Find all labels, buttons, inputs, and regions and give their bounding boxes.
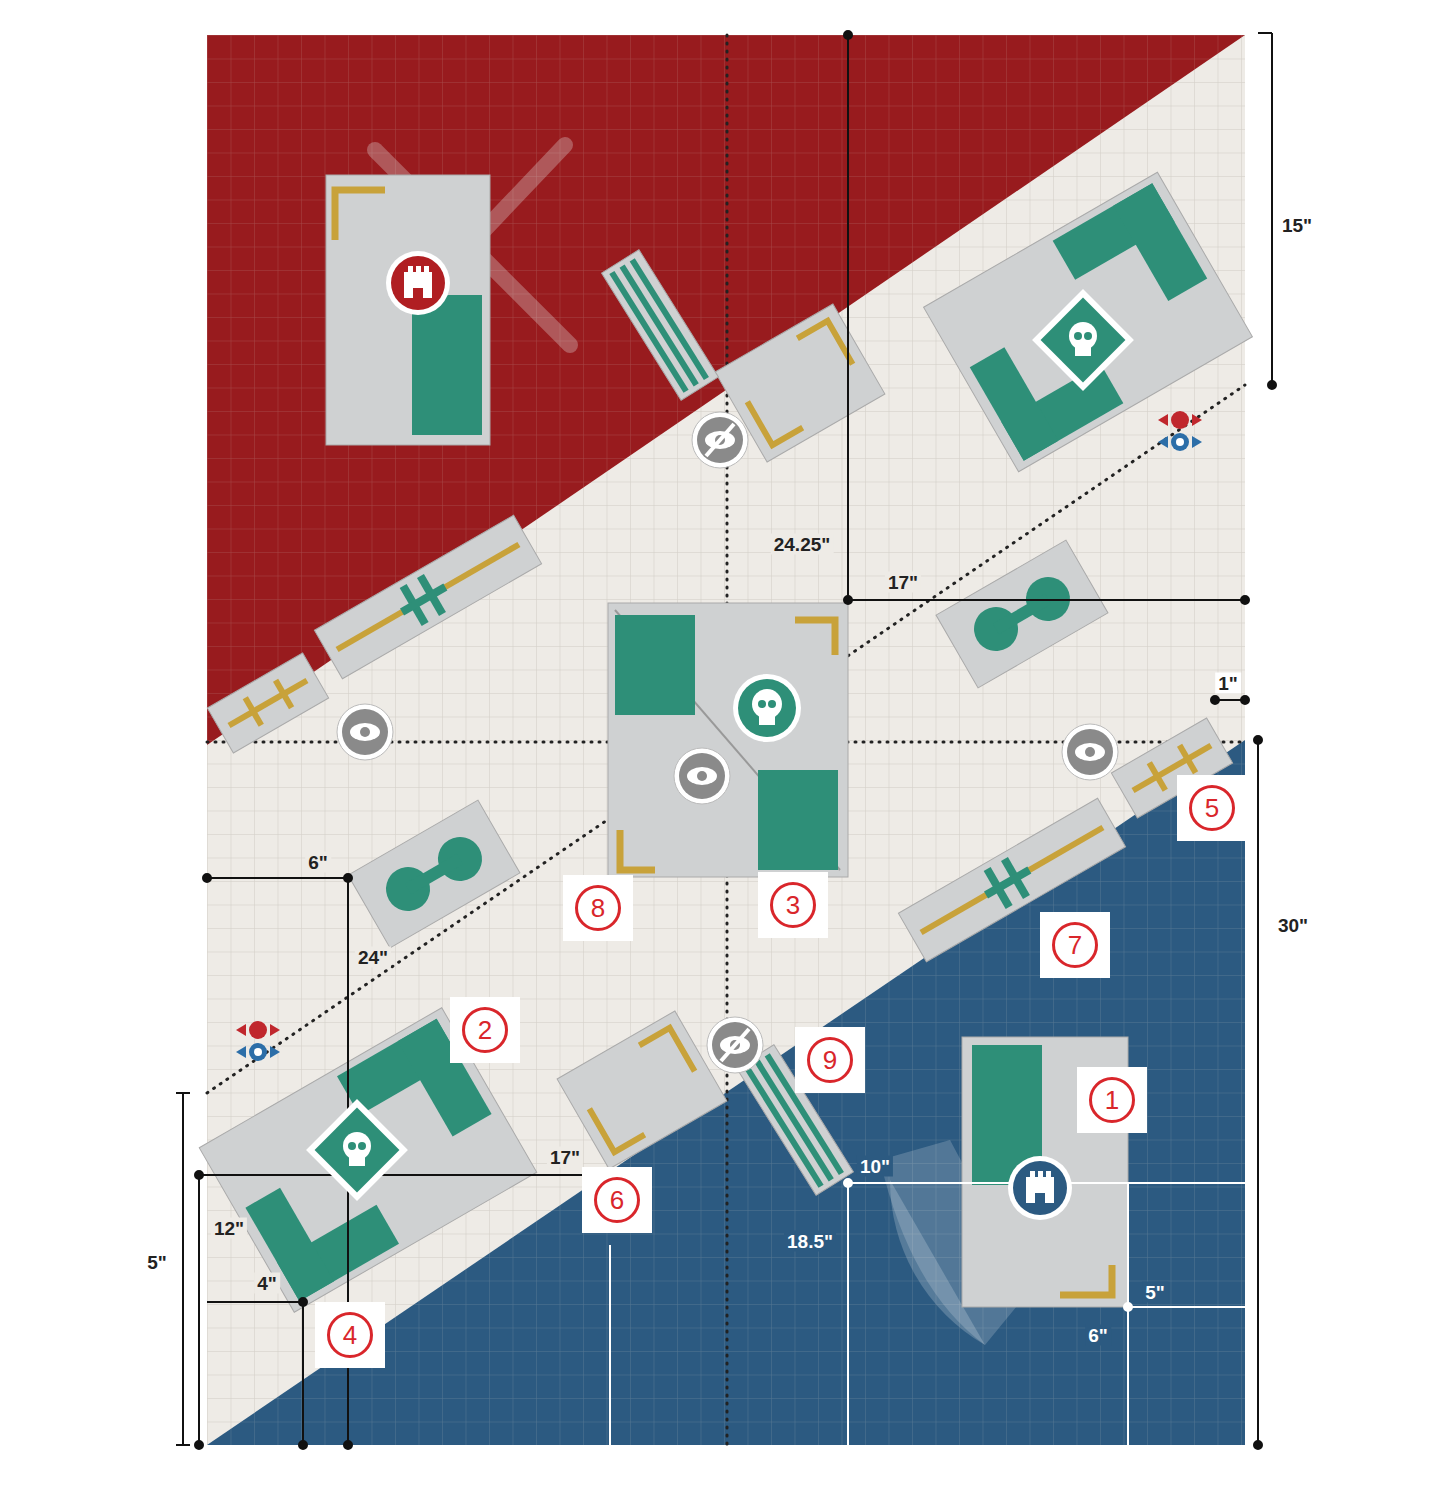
dotted-lines [207,35,1245,1445]
dimension-label: 24" [355,947,391,968]
callout-ring: 9 [807,1037,853,1083]
dimension-label: 15" [1279,215,1315,236]
dimension-label: 4" [254,1273,280,1294]
callout-number: 4 [343,1320,357,1351]
board [207,35,1245,1445]
callout-box: 4 [315,1302,385,1368]
callout-ring: 3 [770,882,816,928]
callout-box: 7 [1040,912,1110,978]
callout-ring: 5 [1189,785,1235,831]
callout-box: 6 [582,1167,652,1233]
callout-ring: 4 [327,1312,373,1358]
measure-lines [176,31,1276,1449]
callout-box: 1 [1077,1067,1147,1133]
terrain [199,172,1252,1312]
dimension-label: 5" [1142,1282,1168,1303]
callout-number: 9 [823,1045,837,1076]
callout-ring: 6 [594,1177,640,1223]
callout-number: 5 [1205,793,1219,824]
callout-box: 9 [795,1027,865,1093]
dimension-label: 1" [1215,673,1241,694]
dimension-label: 18.5" [784,1231,836,1252]
callout-number: 2 [478,1015,492,1046]
dimension-label: 17" [885,572,921,593]
callout-number: 7 [1068,930,1082,961]
callout-box: 2 [450,997,520,1063]
callout-ring: 2 [462,1007,508,1053]
dimension-label: 6" [305,852,331,873]
callout-number: 1 [1105,1085,1119,1116]
callout-box: 8 [563,875,633,941]
dimension-label: 30" [1275,915,1311,936]
callout-number: 8 [591,893,605,924]
board-grid-overlay [207,35,1245,1445]
eye-icons [337,412,1118,1073]
callout-number: 3 [786,890,800,921]
callout-ring: 7 [1052,922,1098,968]
callout-box: 5 [1177,775,1247,841]
dimension-label: 24.25" [771,534,834,555]
callout-number: 6 [610,1185,624,1216]
callout-box: 3 [758,872,828,938]
dimension-label: 6" [1085,1325,1111,1346]
board-grid [207,35,1245,1445]
edge-markers [236,411,1202,1061]
dimension-label: 5" [144,1252,170,1273]
dimension-label: 10" [857,1156,893,1177]
measure-lines-blue [610,1179,1245,1445]
callout-ring: 1 [1089,1077,1135,1123]
callout-ring: 8 [575,885,621,931]
dimension-label: 12" [211,1218,247,1239]
dimension-label: 17" [547,1147,583,1168]
objective-icons [306,251,1134,1220]
